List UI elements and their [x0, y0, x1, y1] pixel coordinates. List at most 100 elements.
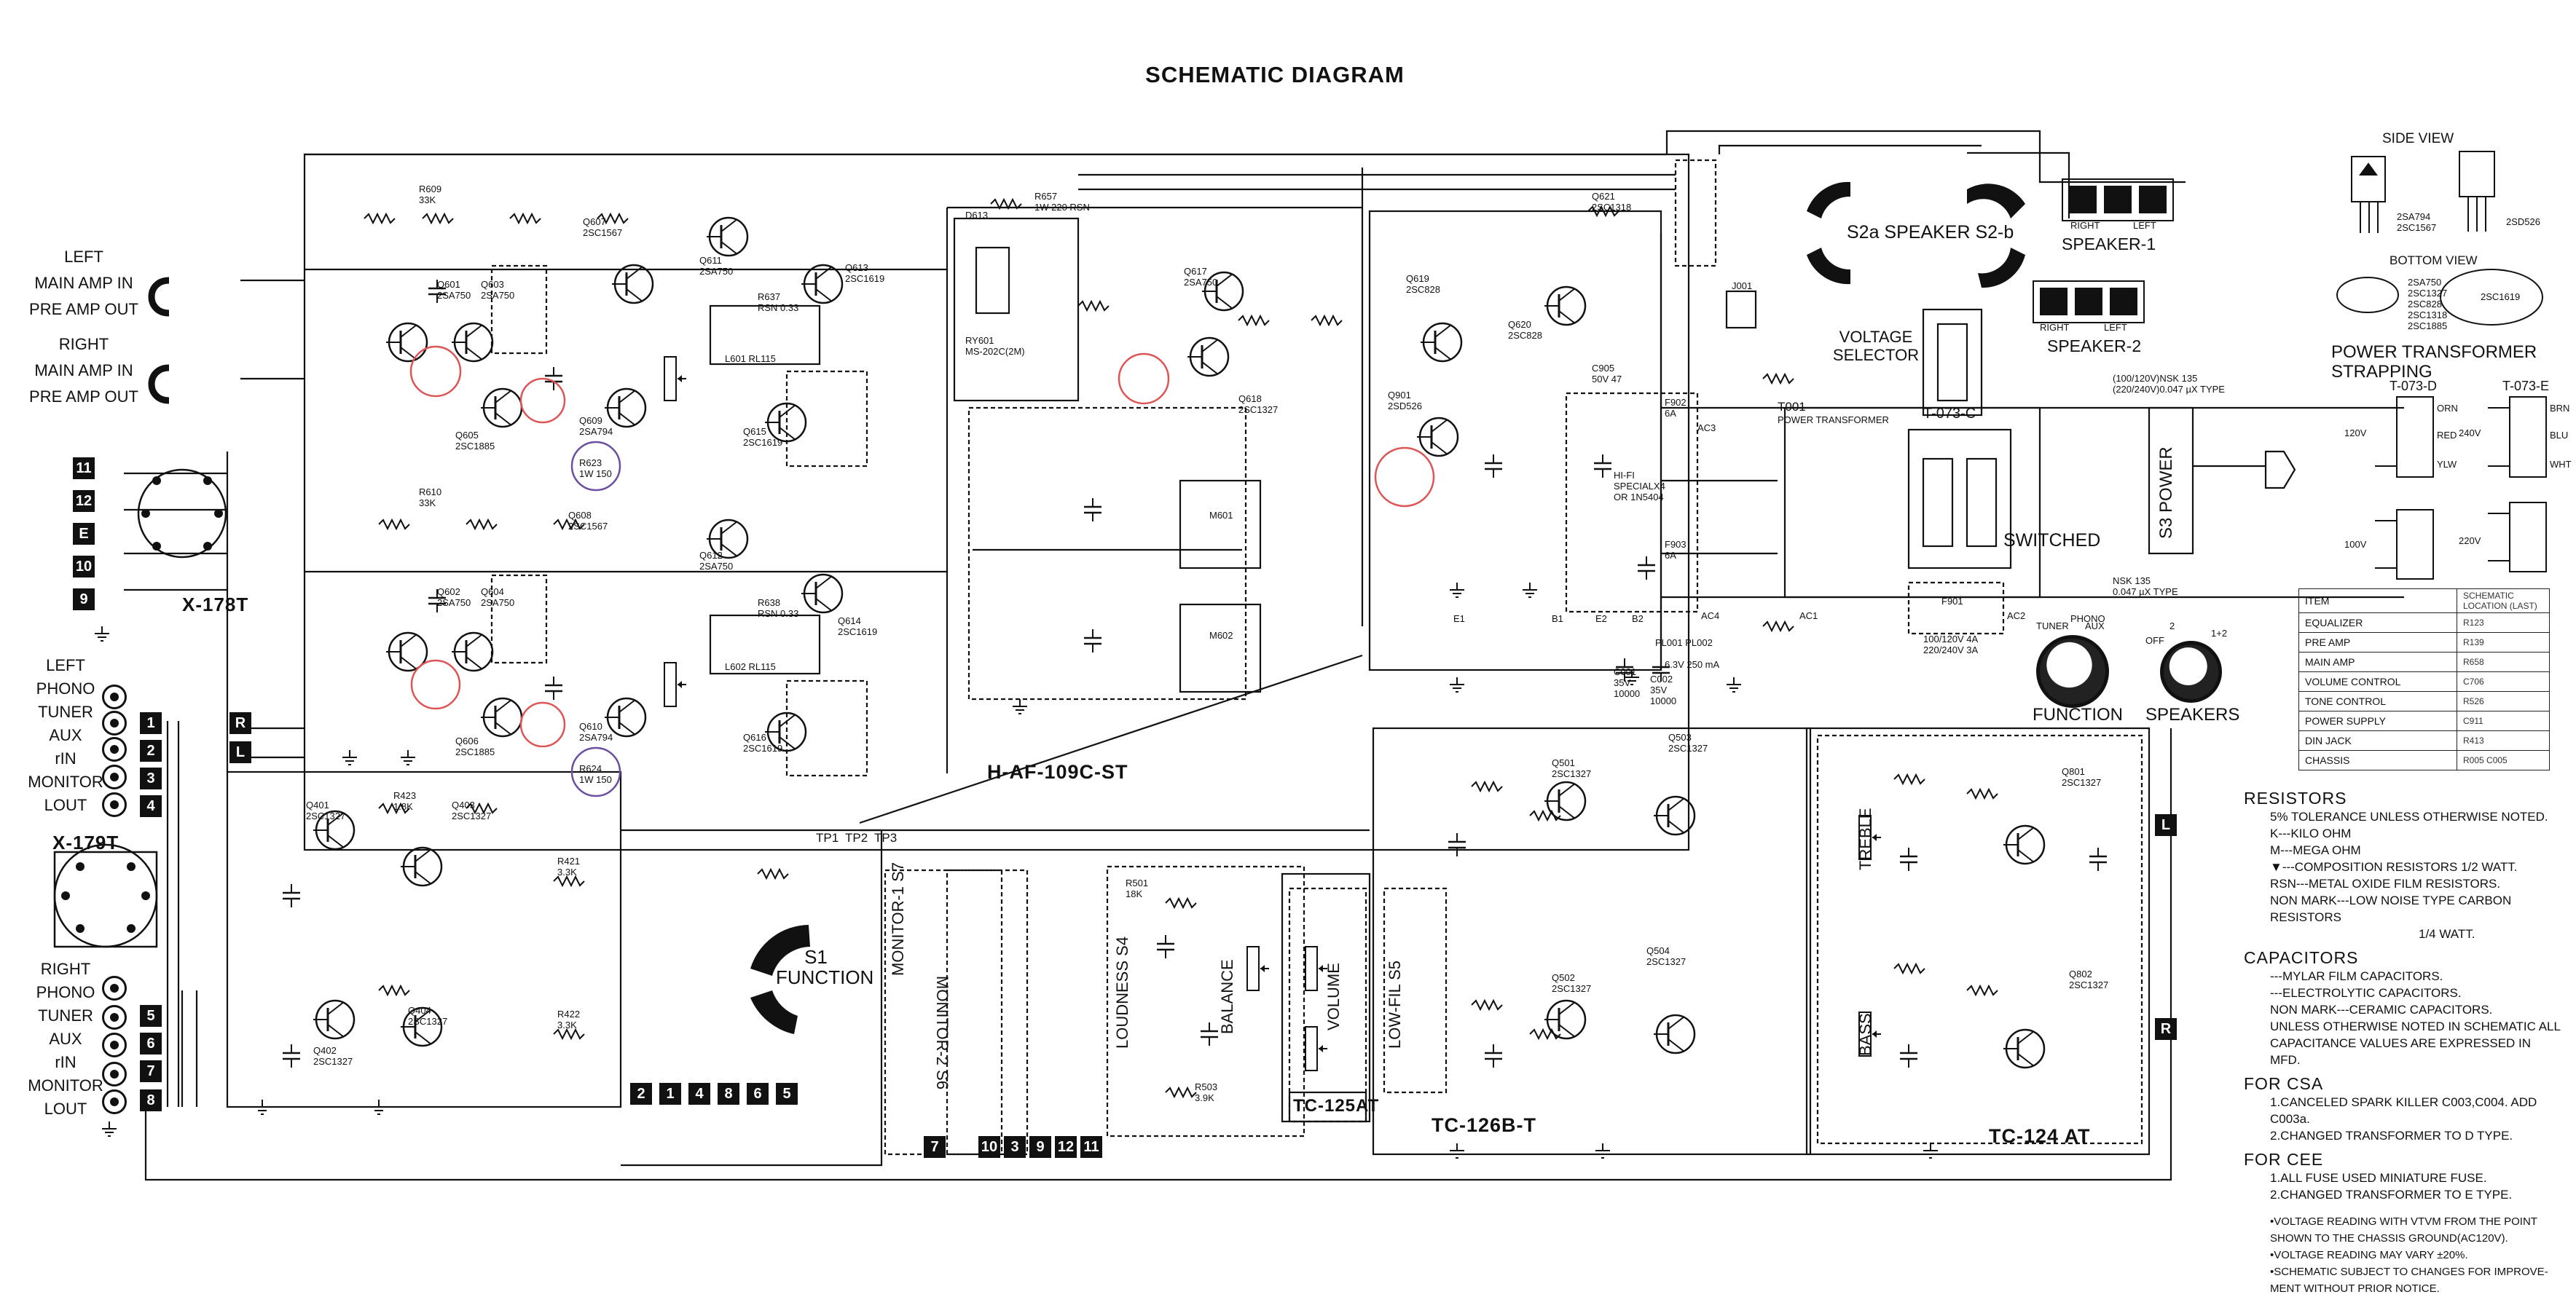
- part-type: 2SC1327: [2062, 777, 2102, 788]
- aux-label: AUX: [49, 726, 82, 744]
- table-cell: C706: [2457, 671, 2550, 692]
- schematic-location-table: ITEM SCHEMATIC LOCATION (LAST) EQUALIZER…: [2298, 588, 2550, 770]
- part-type: 2SC1318: [1592, 202, 1632, 213]
- out-label: LOUT: [44, 1100, 87, 1118]
- din-pin: 10: [73, 556, 95, 577]
- tuner-right-jack[interactable]: [102, 1005, 127, 1030]
- part-type: 2SC828: [1406, 284, 1440, 295]
- phono-left-jack[interactable]: [102, 685, 127, 709]
- monitor-in-right-jack[interactable]: [102, 1062, 127, 1087]
- part-ref: Q604: [481, 586, 504, 597]
- input-pin: 6: [140, 1033, 162, 1054]
- monitor-in-left-jack[interactable]: [102, 765, 127, 789]
- part-ref: Q503: [1668, 732, 1692, 743]
- speakers-knob[interactable]: [2160, 641, 2222, 703]
- phono-label: PHONO: [36, 983, 95, 1001]
- table-header-cell: ITEM: [2298, 588, 2457, 613]
- bottom-view-title: BOTTOM VIEW: [2390, 253, 2478, 267]
- part-ref: Q615: [743, 426, 766, 437]
- part-ref: Q613: [845, 262, 868, 273]
- note-line: CAPACITANCE VALUES ARE EXPRESSED IN MFD.: [2270, 1036, 2532, 1067]
- part-ref: RY601: [965, 335, 994, 346]
- part-value: RL115: [748, 353, 776, 364]
- note-line: UNLESS OTHERWISE NOTED IN SCHEMATIC ALL: [2270, 1020, 2561, 1033]
- aux-right-jack[interactable]: [102, 1033, 127, 1057]
- strap-voltage: 220V: [2459, 535, 2481, 546]
- part-ref: Q501: [1552, 757, 1575, 768]
- part-ref: Q606: [455, 736, 479, 746]
- part-type: 2SC1885: [455, 441, 495, 452]
- input-pin: 4: [140, 795, 162, 817]
- phono-right-jack[interactable]: [102, 976, 127, 1001]
- part-type: 2SC1619: [743, 743, 783, 754]
- node-label: AC1: [1799, 610, 1818, 621]
- part-type: 2SC1327: [1552, 983, 1592, 994]
- part-type: 2SA794: [579, 732, 613, 743]
- function-knob[interactable]: [2036, 635, 2109, 708]
- knob-mark: PHONO: [2070, 613, 2105, 624]
- part-ref: Q618: [1238, 393, 1262, 404]
- table-cell: C911: [2457, 711, 2550, 731]
- knob-mark: 1+2: [2211, 628, 2228, 639]
- knob-mark: 2: [2169, 620, 2175, 631]
- part-type: 2SA750: [481, 290, 515, 301]
- strapping-title-line: STRAPPING: [2331, 362, 2432, 382]
- part-ref: R638: [758, 597, 781, 608]
- fuse-line: 100/120V 4A: [1923, 634, 1979, 644]
- table-cell: MAIN AMP: [2298, 652, 2457, 672]
- right-main-amp-label: RIGHT MAIN AMP IN PRE AMP OUT: [22, 331, 146, 410]
- part-value: 6A: [1665, 408, 1676, 419]
- part-label: 2SC828: [2408, 299, 2442, 310]
- tone-board-label: TC-126B-T: [1432, 1114, 1537, 1136]
- input-pin: 3: [140, 768, 162, 789]
- capacitors-title: CAPACITORS: [2244, 948, 2359, 967]
- pin-badge: 7: [924, 1136, 946, 1158]
- aux-left-jack[interactable]: [102, 737, 127, 762]
- monitor-out-left-jack[interactable]: [102, 792, 127, 817]
- part-ref: R422: [557, 1009, 581, 1020]
- t001-label: T001 POWER TRANSFORMER: [1778, 399, 1889, 425]
- note-line: •VOLTAGE READING MAY VARY ±20%.: [2270, 1249, 2468, 1261]
- pre-amp-out-label: PRE AMP OUT: [29, 300, 138, 318]
- part-ref: Q603: [481, 279, 504, 290]
- monitor-out-right-jack[interactable]: [102, 1089, 127, 1114]
- part-note: SPECIALX4: [1614, 481, 1665, 492]
- part-ref: F903: [1665, 539, 1686, 550]
- din-pin: 9: [73, 588, 95, 610]
- note-line: ---MYLAR FILM CAPACITORS.: [2270, 969, 2443, 983]
- table-cell: POWER SUPPLY: [2298, 711, 2457, 731]
- node-label: AC4: [1701, 610, 1720, 621]
- tuner-left-jack[interactable]: [102, 711, 127, 736]
- part-ref: R657: [1034, 191, 1058, 202]
- table-header-cell: SCHEMATIC LOCATION (LAST): [2457, 588, 2550, 613]
- part-label: L602 RL115: [725, 661, 776, 672]
- part-value: RSN 0.33: [758, 302, 799, 313]
- part-type: 2SC1327: [1552, 768, 1592, 779]
- part-ref: Q610: [579, 721, 602, 732]
- balance-control-label: BALANCE: [1218, 959, 1236, 1034]
- note-line: M---MEGA OHM: [2270, 843, 2361, 857]
- selector-word: SELECTOR: [1832, 346, 1920, 364]
- nsk-line: (100/120V)NSK 135: [2113, 373, 2198, 384]
- pin-badge: 4: [688, 1083, 710, 1105]
- part-ref: R623: [579, 457, 602, 468]
- bass-control-label: BASS: [1856, 1013, 1874, 1056]
- input-pin: 5: [140, 1005, 162, 1027]
- part-label: 2SC1567: [2397, 222, 2437, 233]
- test-point: TP1: [816, 831, 839, 845]
- part-type: 2SC1885: [455, 746, 495, 757]
